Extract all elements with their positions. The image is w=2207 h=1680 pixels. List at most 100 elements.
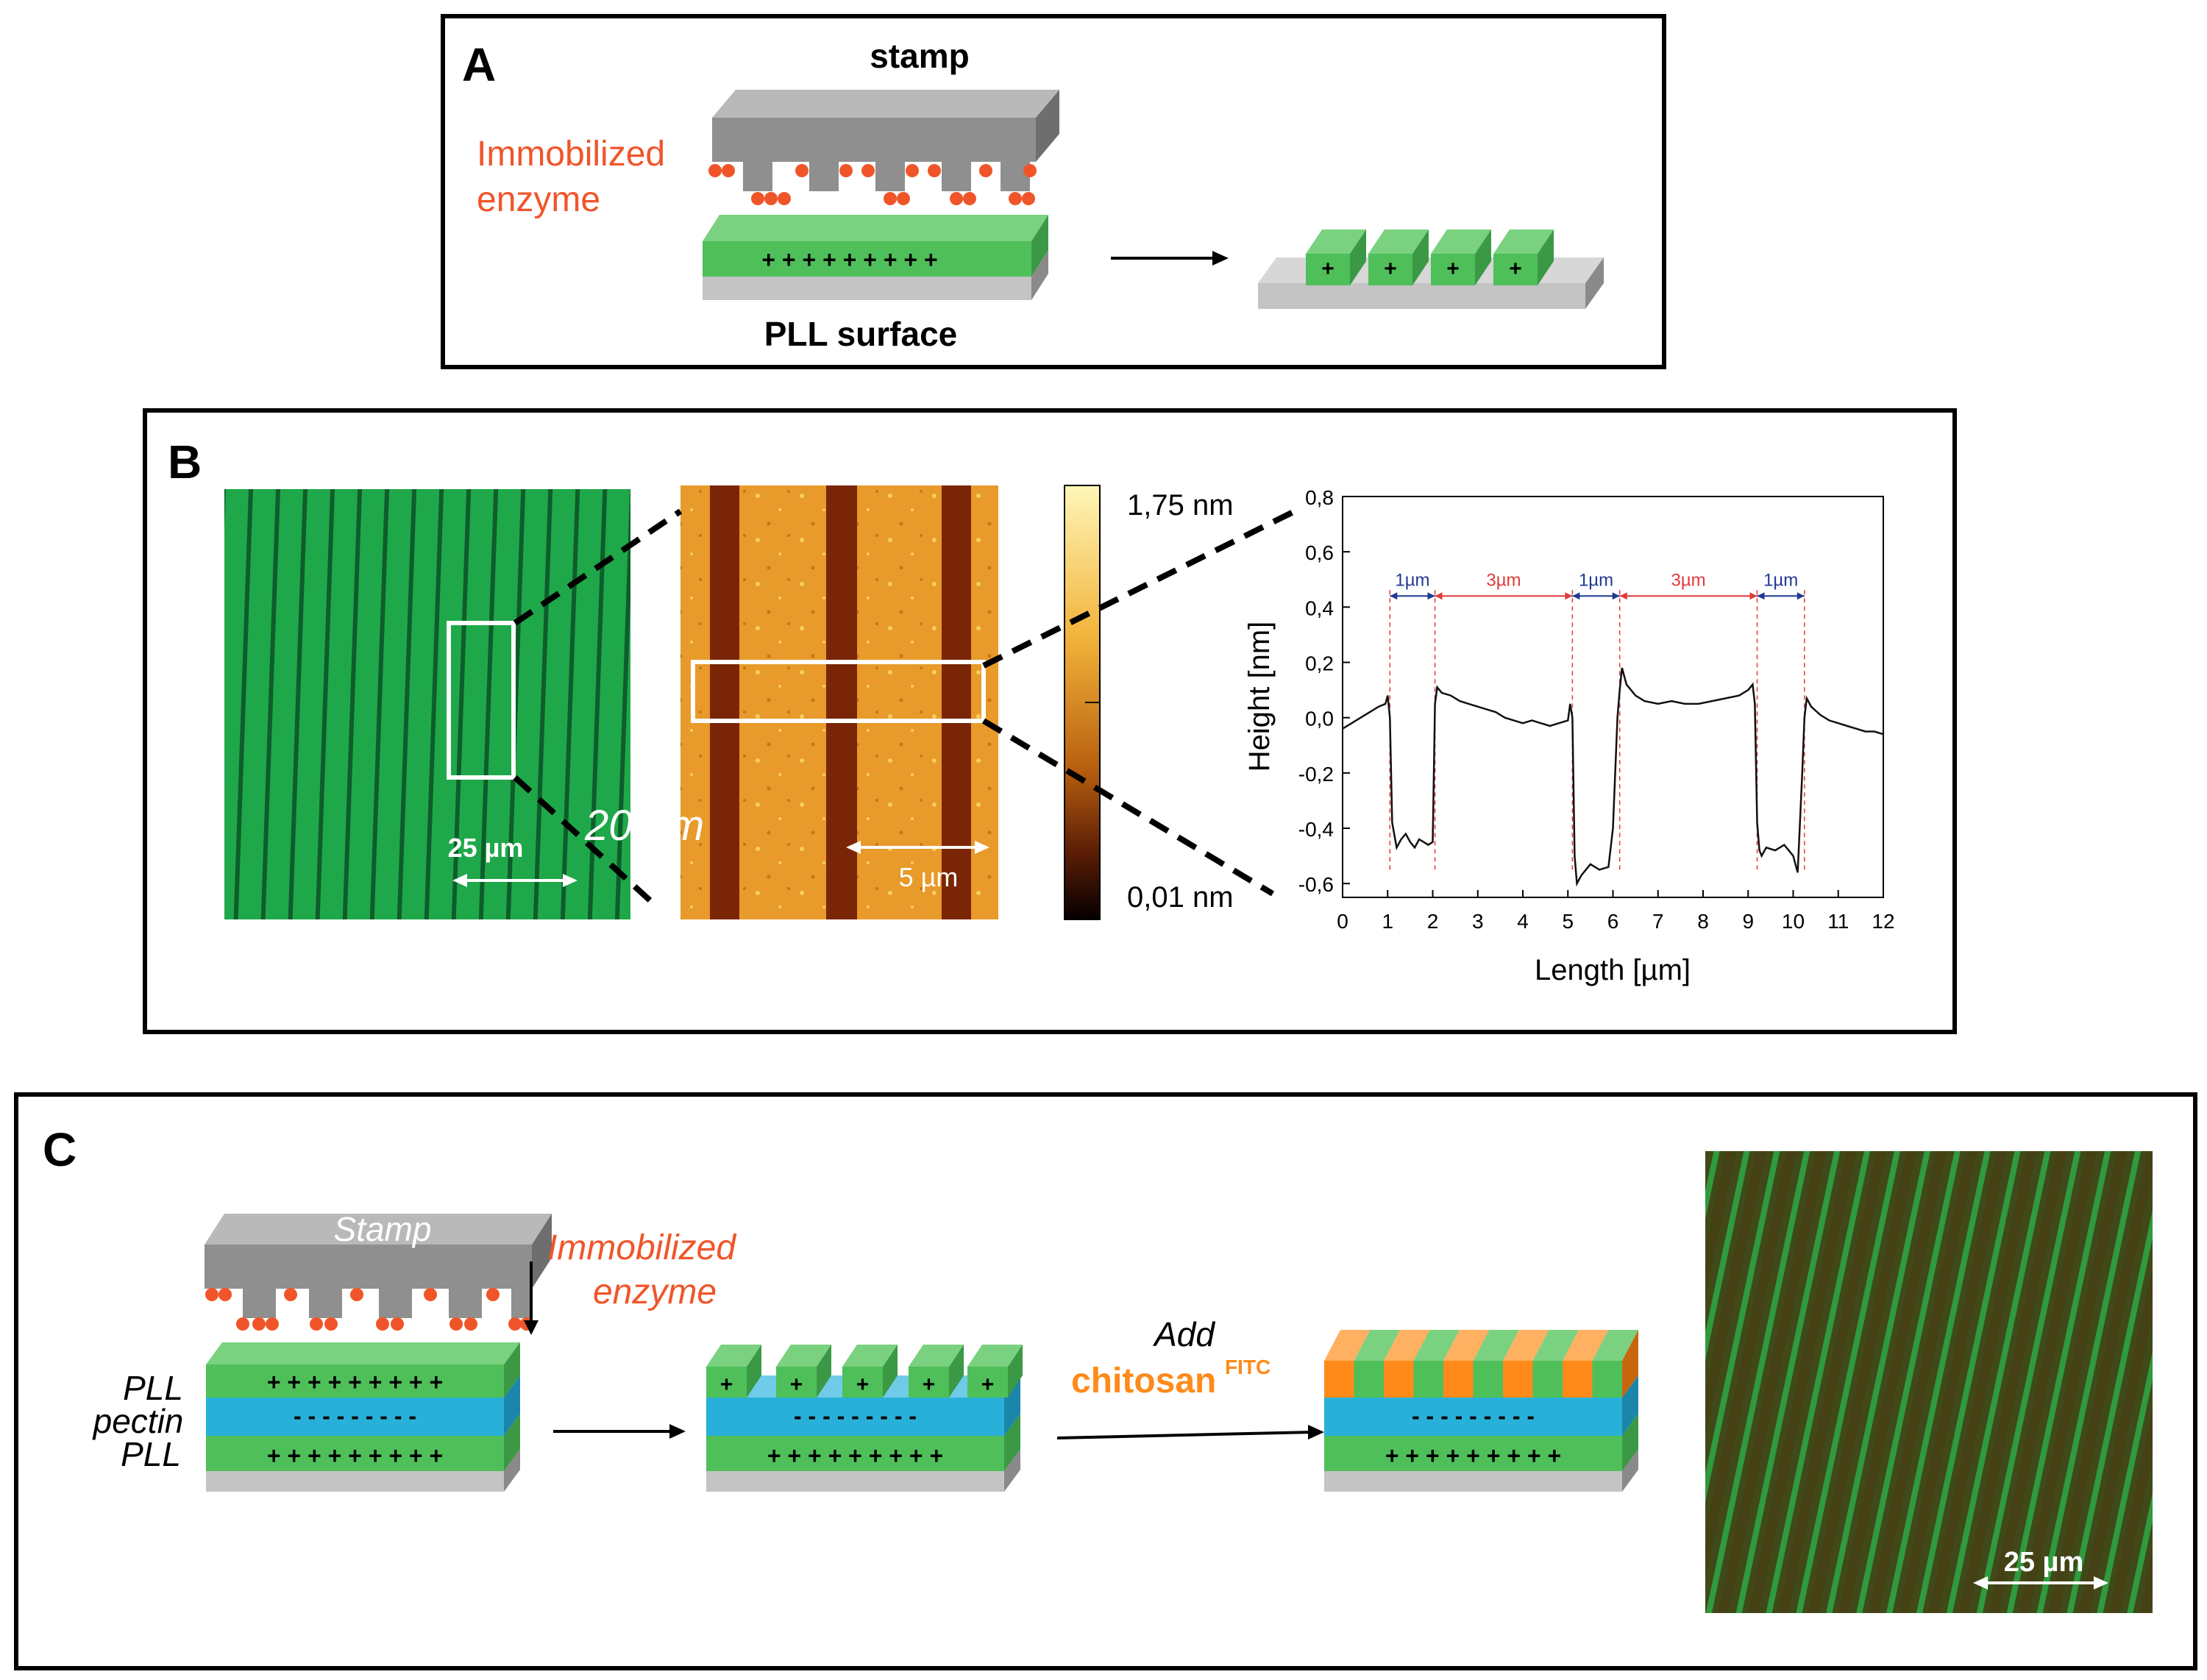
pll-strip-charge: +: [1321, 257, 1334, 281]
enzyme-dots-c: [205, 1288, 533, 1331]
substrate: [1324, 1471, 1622, 1492]
chitosan-top-segment: [1473, 1330, 1519, 1361]
spacing-arrowhead-right: [1427, 592, 1435, 600]
pll-top-side: [504, 1342, 520, 1398]
chitosan-segment: [1324, 1361, 1354, 1398]
y-tick-label: -0,4: [1298, 818, 1334, 841]
spacing-label: 1µm: [1763, 570, 1798, 590]
substrate-side: [1004, 1449, 1020, 1492]
stamp-label: stamp: [870, 37, 969, 75]
y-tick-label: 0,2: [1305, 652, 1334, 675]
chitosan-top-segment: [1503, 1330, 1549, 1361]
pll-strip-side: [1412, 229, 1429, 285]
pectin-side: [1004, 1375, 1020, 1436]
layer-label-pectin: pectin: [92, 1402, 184, 1440]
enzyme-dots-a: [708, 164, 1037, 205]
x-tick-label: 9: [1742, 910, 1754, 933]
x-tick-label: 6: [1607, 910, 1619, 933]
spacing-arrowhead-right: [1796, 592, 1805, 600]
pll-strip-side: [949, 1345, 964, 1398]
plot-frame: [1342, 496, 1884, 898]
chitosan-segment: [1354, 1361, 1385, 1398]
pll-strip: [909, 1367, 949, 1398]
pll-strip-top: [1368, 229, 1429, 254]
spacing-arrowhead-left: [1435, 592, 1443, 600]
pll-strip-side: [817, 1345, 831, 1398]
panel-b-letter: B: [168, 435, 202, 488]
height-profile-line: [1342, 667, 1884, 887]
chitosan-top-segment: [1324, 1330, 1371, 1361]
stamp-label-c: Stamp: [334, 1210, 432, 1248]
process-arrow-c2: [1056, 1431, 1312, 1439]
pectin-layer: [706, 1398, 1004, 1436]
plus-charges: + + + + + + + + +: [767, 1442, 943, 1469]
pectin-side: [504, 1375, 520, 1436]
y-tick-label: -0,6: [1298, 873, 1334, 896]
pll-strip: [706, 1367, 747, 1398]
y-tick-label: 0,8: [1305, 486, 1334, 509]
chitosan-top-segment: [1532, 1330, 1579, 1361]
minus-charges: - - - - - - - - -: [1412, 1403, 1535, 1429]
x-tick-label: 4: [1517, 910, 1529, 933]
minus-charges: - - - - - - - - -: [294, 1403, 416, 1429]
overlay-scale-label: 20 µm: [584, 802, 704, 850]
pll-strip: [1431, 254, 1475, 285]
pll-strip: [1306, 254, 1350, 285]
surface-label: PLL surface: [764, 315, 957, 353]
chitosan-segment: [1532, 1361, 1563, 1398]
pll-bottom-side: [1004, 1414, 1020, 1471]
patterned-surface-a: ++++: [1258, 229, 1604, 309]
stamp-block: [712, 90, 1059, 191]
pll-strip-top: [909, 1345, 964, 1367]
panel-a-letter: A: [462, 38, 496, 91]
minus-charges: - - - - - - - - -: [794, 1403, 917, 1429]
pll-strip-charge: +: [790, 1373, 803, 1397]
x-tick-label: 1: [1382, 910, 1393, 933]
pll-bottom-side: [504, 1414, 520, 1471]
pll-strip-charge: +: [923, 1373, 936, 1397]
x-tick-label: 5: [1562, 910, 1574, 933]
chitosan-top-segment: [1563, 1330, 1609, 1361]
x-tick-label: 2: [1427, 910, 1439, 933]
x-tick-label: 11: [1827, 910, 1849, 933]
chitosan-segment: [1563, 1361, 1593, 1398]
afm-scale-label: 5 µm: [899, 862, 959, 892]
zoom-connector-lines: [513, 508, 1296, 907]
green-stripe-micrograph: [224, 489, 630, 919]
chitosan-segment: [1384, 1361, 1414, 1398]
spacing-arrowhead-left: [1757, 592, 1765, 600]
pll-strip-top: [1306, 229, 1366, 254]
pll-strip-charge: +: [720, 1373, 733, 1397]
chitosan-segment: [1473, 1361, 1504, 1398]
enzyme-label-c-line2: enzyme: [593, 1273, 717, 1311]
y-tick-label: 0,4: [1305, 597, 1334, 619]
chitosan-segment: [1443, 1361, 1474, 1398]
chitosan-top-segment: [1354, 1330, 1400, 1361]
pll-bottom-layer: [1324, 1436, 1622, 1471]
chitosan-label: chitosan: [1071, 1362, 1216, 1400]
zoom-box-afm: [691, 660, 986, 723]
multilayer-stack-initial: + + + + + + + + + - - - - - - - - - + + + …: [206, 1342, 520, 1492]
pll-strip-charge: +: [1509, 257, 1522, 281]
colorbar-min-label: 0,01 nm: [1127, 881, 1234, 914]
panel-b-frame: [143, 408, 1957, 1034]
chitosan-top-segment: [1384, 1330, 1430, 1361]
pll-strip-side: [883, 1345, 898, 1398]
pectin-side: [1622, 1375, 1638, 1436]
plus-charges: + + + + + + + + +: [267, 1442, 443, 1469]
pll-strip: [776, 1367, 817, 1398]
pll-strip-top: [1431, 229, 1491, 254]
panel-b: B 25 µm 5 µm 20 µm 1,75 nm 0,01 nm: [143, 408, 1957, 1034]
y-tick-label: -0,2: [1298, 763, 1334, 786]
pll-top-layer: [206, 1364, 504, 1398]
enzyme-label-line1: Immobilized: [477, 135, 665, 174]
x-tick-label: 3: [1472, 910, 1484, 933]
pectin-layer: [206, 1398, 504, 1436]
substrate-side: [1622, 1449, 1638, 1492]
plus-charges: + + + + + + + + +: [1385, 1442, 1561, 1469]
chitosan-segment: [1592, 1361, 1623, 1398]
plus-charges: + + + + + + + + +: [267, 1369, 443, 1395]
fluor-scale-label: 25 µm: [2004, 1547, 2084, 1578]
